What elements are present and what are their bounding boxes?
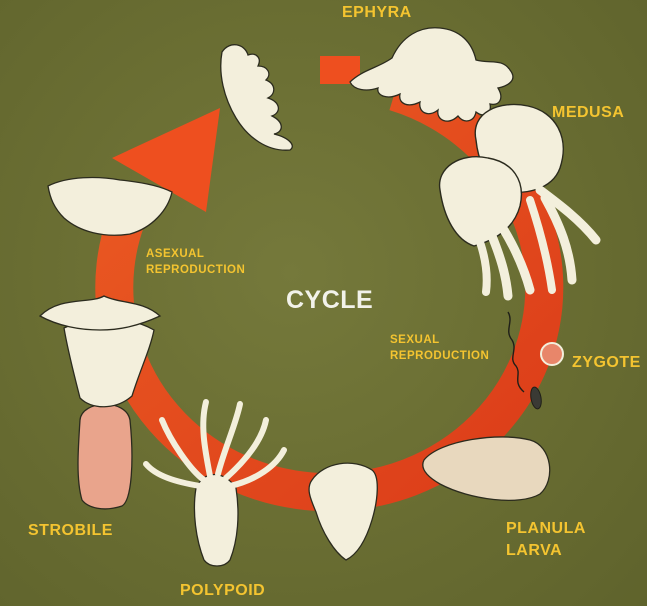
label-planula-line1: PLANULA: [506, 518, 586, 540]
label-zygote: ZYGOTE: [572, 354, 641, 372]
label-polypoid: POLYPOID: [180, 582, 265, 600]
ephyra-small-illustration: [221, 45, 293, 151]
label-sexual-line2: REPRODUCTION: [390, 348, 489, 364]
zygote-cell: [541, 343, 563, 365]
label-planula-line2: LARVA: [506, 540, 586, 562]
label-medusa: MEDUSA: [552, 104, 624, 122]
label-planula-larva: PLANULA LARVA: [506, 518, 586, 562]
label-strobile: STROBILE: [28, 522, 113, 540]
ephyra-illustration: [350, 28, 513, 121]
label-asexual-reproduction: ASEXUAL REPRODUCTION: [146, 246, 245, 278]
label-sexual-reproduction: SEXUAL REPRODUCTION: [390, 332, 489, 364]
label-sexual-line1: SEXUAL: [390, 332, 489, 348]
label-asexual-line1: ASEXUAL: [146, 246, 245, 262]
label-ephyra: EPHYRA: [342, 4, 412, 22]
cycle-title: CYCLE: [286, 286, 373, 315]
young-polyp-illustration: [309, 463, 377, 560]
detached-bell-illustration: [48, 178, 172, 236]
label-asexual-line2: REPRODUCTION: [146, 262, 245, 278]
